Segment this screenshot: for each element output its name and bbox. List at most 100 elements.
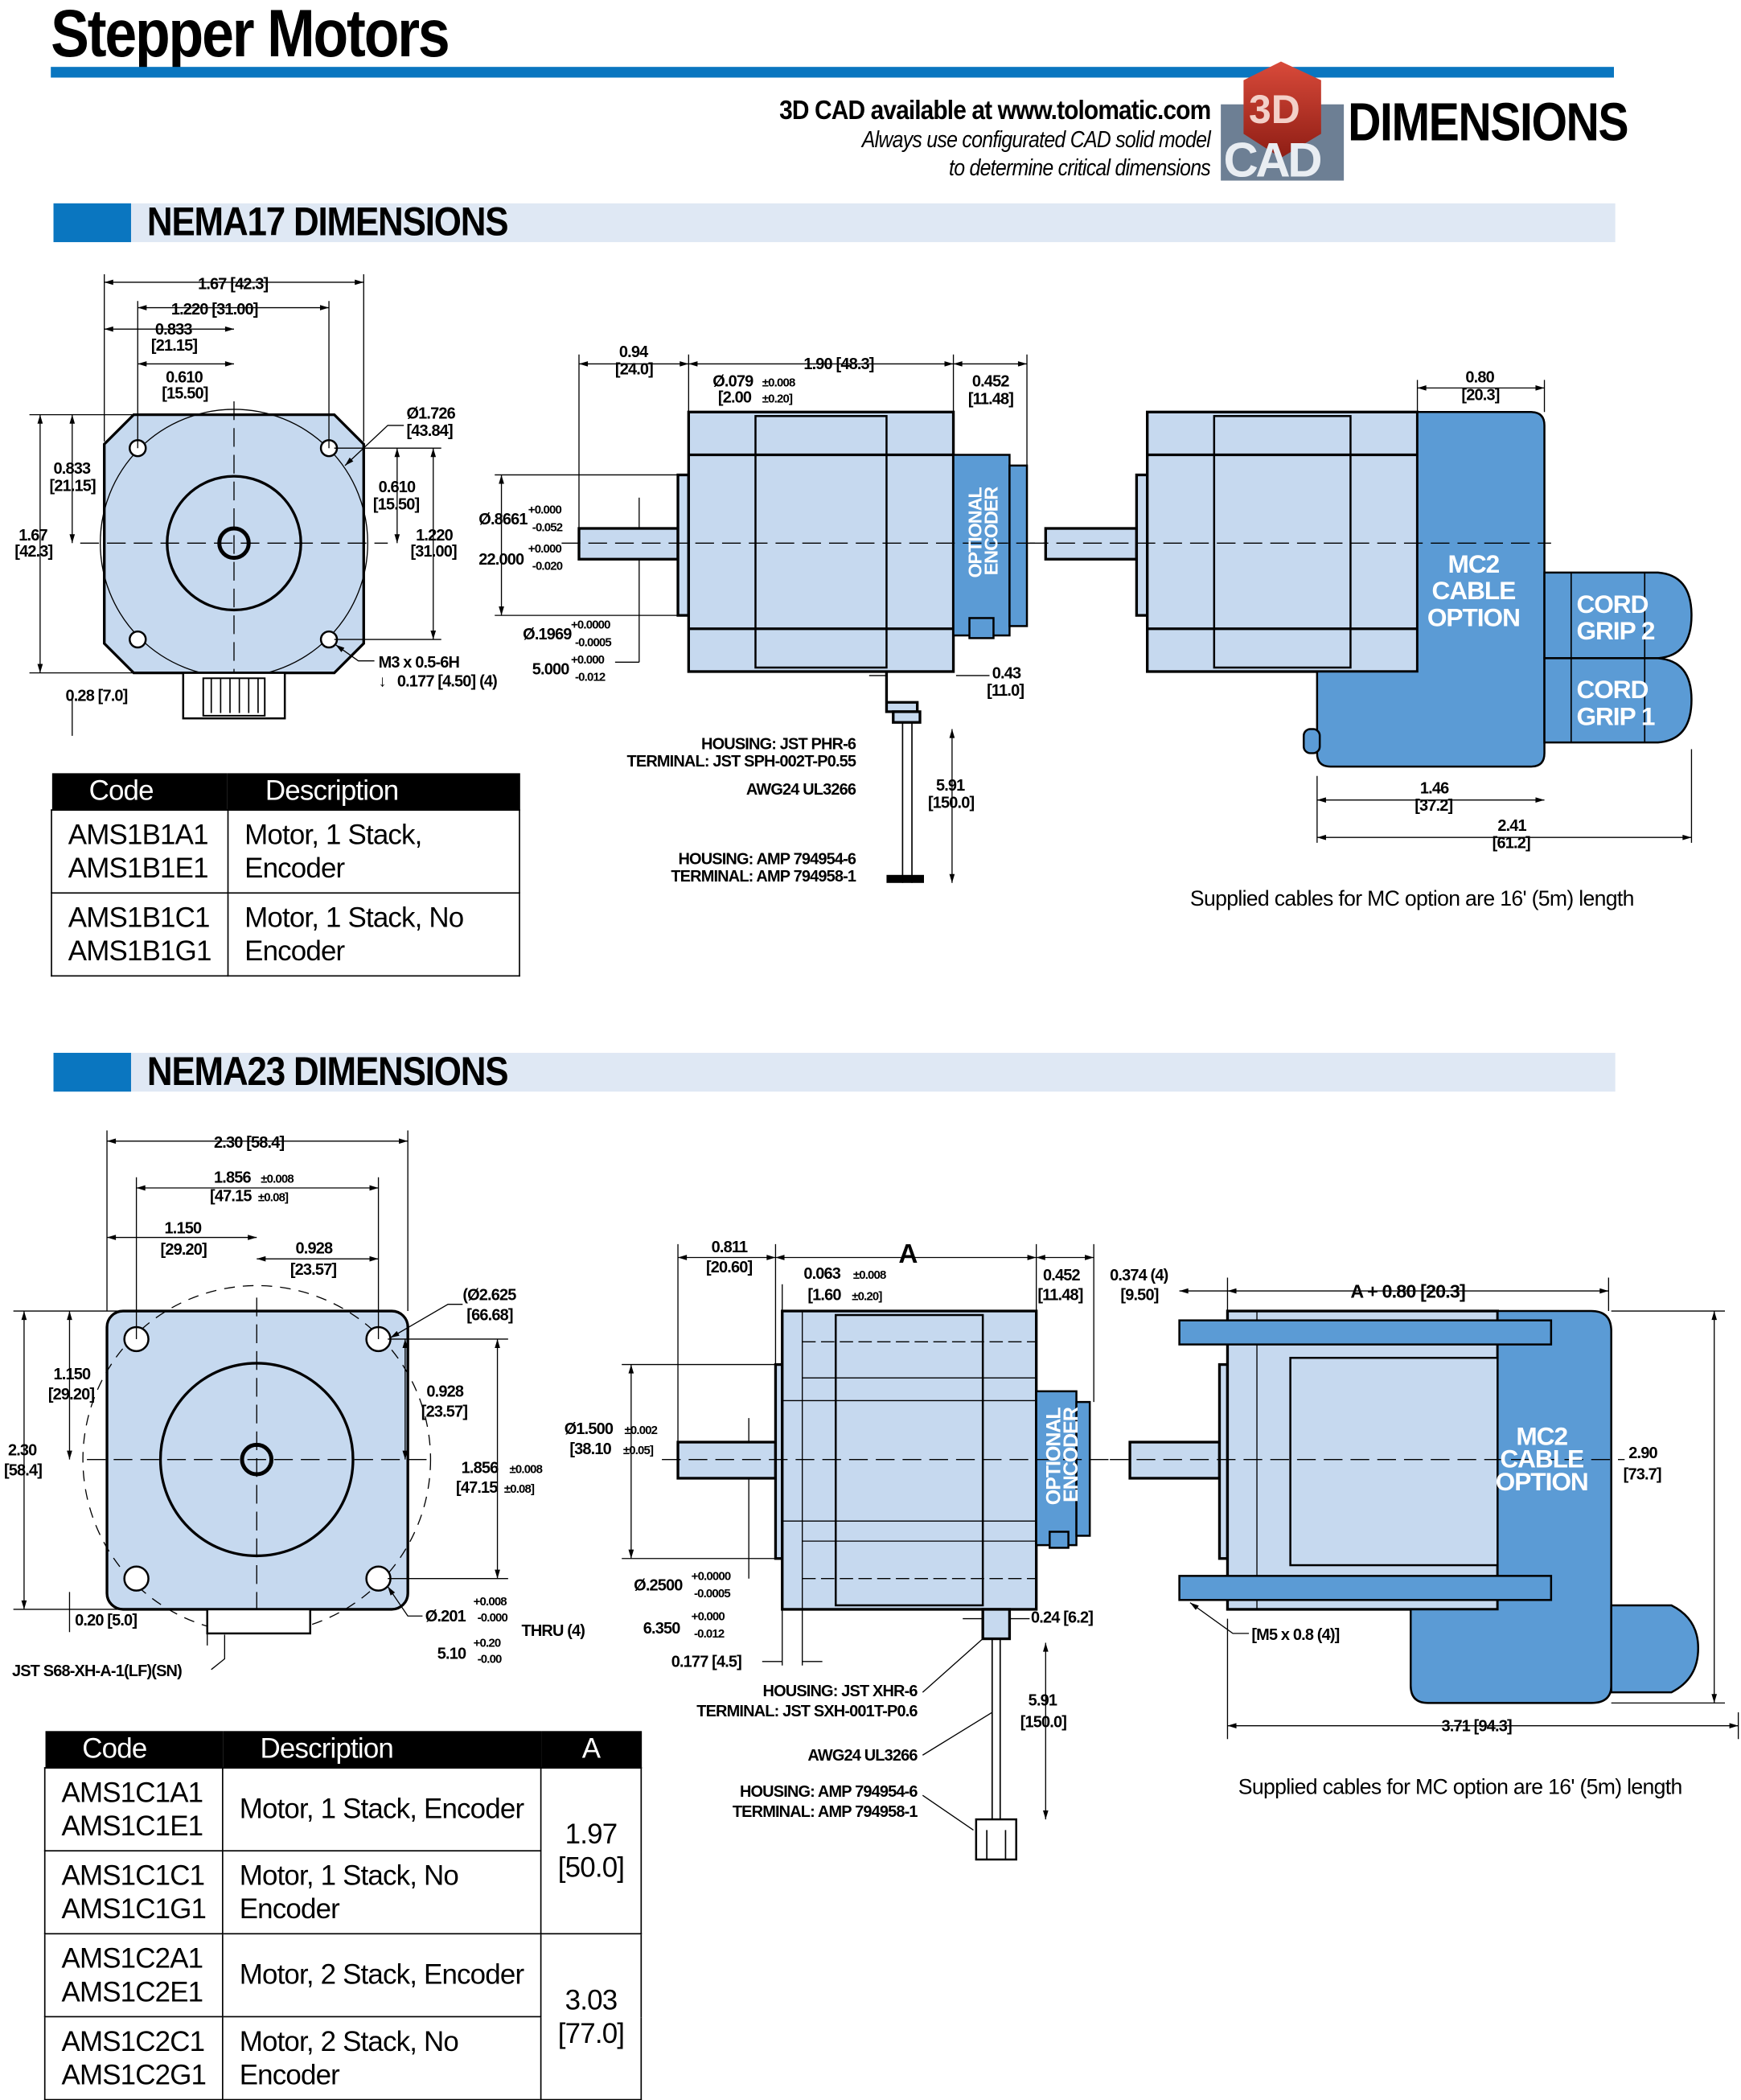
tolerance: ±0.08] bbox=[504, 1482, 535, 1496]
connector-label: JST S68-XH-A-1(LF)(SN) bbox=[12, 1662, 182, 1680]
dim: [43.84] bbox=[406, 422, 453, 440]
dim: 1.67 [42.3] bbox=[198, 275, 268, 293]
dim: [11.48] bbox=[1037, 1287, 1082, 1305]
dim: 0.610 bbox=[166, 369, 203, 387]
dim: [11.48] bbox=[968, 390, 1013, 408]
code: AMS1C1C1 bbox=[61, 1860, 205, 1892]
nema23-section-bar: NEMA23 DIMENSIONS bbox=[53, 1050, 1616, 1095]
description-cell: Motor, 2 Stack, No Encoder bbox=[222, 2016, 542, 2100]
dim: [11.0] bbox=[987, 682, 1024, 700]
dim: [29.20] bbox=[48, 1386, 95, 1403]
tolerance: -0.020 bbox=[532, 560, 563, 573]
code: AMS1C2G1 bbox=[61, 2059, 207, 2090]
dim: [38.10 bbox=[569, 1440, 611, 1458]
dim: 0.452 bbox=[1043, 1267, 1080, 1284]
svg-text:OPTIONAL: OPTIONAL bbox=[1043, 1408, 1066, 1506]
dim: 6.350 bbox=[643, 1620, 680, 1638]
dim: THRU (4) bbox=[521, 1622, 585, 1640]
dim: 1.220 [31.00] bbox=[171, 301, 258, 318]
dim: Ø.079 bbox=[712, 373, 753, 391]
dim: 0.928 bbox=[295, 1240, 332, 1258]
dim: 2.90 bbox=[1628, 1445, 1657, 1462]
description-cell: Motor, 1 Stack, Encoder bbox=[227, 809, 520, 894]
tolerance: -0.052 bbox=[532, 520, 563, 534]
mc2-label: OPTION bbox=[1427, 602, 1520, 631]
dim: 1.856 bbox=[462, 1459, 499, 1477]
connector-label: TERMINAL: JST SXH-001T-P0.6 bbox=[696, 1703, 918, 1720]
dim: 1.46 bbox=[1420, 779, 1449, 797]
mc-cable-note: Supplied cables for MC option are 16' (5… bbox=[1190, 886, 1634, 910]
code: AMS1C2A1 bbox=[61, 1942, 203, 1975]
dim: 2.30 bbox=[8, 1442, 37, 1460]
dim: 0.833 bbox=[54, 460, 91, 478]
code: AMS1C2E1 bbox=[61, 1976, 203, 2008]
dim: [23.57] bbox=[421, 1403, 468, 1420]
tolerance: +0.000 bbox=[692, 1609, 725, 1623]
tolerance: ±0.08] bbox=[258, 1191, 289, 1205]
dim: 0.374 (4) bbox=[1110, 1267, 1168, 1284]
dim: [150.0] bbox=[1020, 1713, 1067, 1731]
cord-grip-label: GRIP 1 bbox=[1576, 702, 1654, 731]
connector-label: HOUSING: AMP 794954-6 bbox=[678, 850, 856, 868]
cord-grip-label: GRIP 2 bbox=[1576, 616, 1654, 645]
title-rule bbox=[51, 67, 1614, 78]
dim: [47.15 bbox=[456, 1479, 498, 1497]
page-title: Stepper Motors bbox=[51, 0, 450, 72]
dim: A + 0.80 [20.3] bbox=[1350, 1280, 1465, 1301]
cad-note-line2: to determine critical dimensions bbox=[948, 154, 1211, 181]
dim: 0.833 bbox=[155, 321, 192, 339]
nema23-side-view bbox=[622, 1243, 1117, 1861]
dim-a-label: A bbox=[898, 1239, 918, 1269]
dim: Ø.2500 bbox=[634, 1577, 683, 1595]
nema23-front-view bbox=[13, 1130, 508, 1671]
dim: [47.15 bbox=[210, 1188, 252, 1206]
mc2-label: CABLE bbox=[1500, 1445, 1583, 1473]
a-value-cell: 3.03[77.0] bbox=[540, 1933, 643, 2100]
tolerance: ±0.008 bbox=[853, 1268, 886, 1282]
cad-note-line1: Always use configurated CAD solid model bbox=[861, 127, 1211, 153]
cord-grip-label: CORD bbox=[1576, 590, 1648, 618]
mc2-label: MC2 bbox=[1448, 549, 1500, 578]
svg-text:3D: 3D bbox=[1249, 87, 1300, 132]
dim: 0.80 bbox=[1465, 369, 1494, 387]
dim: [37.2] bbox=[1415, 797, 1452, 815]
dim: [15.50] bbox=[162, 385, 208, 403]
dim: 0.43 bbox=[992, 664, 1021, 682]
dim: 1.856 bbox=[214, 1169, 251, 1186]
a-inch: 3.03 bbox=[565, 1984, 618, 2016]
code: AMS1B1E1 bbox=[68, 853, 209, 884]
code: AMS1B1G1 bbox=[68, 935, 212, 967]
dimensions-heading: DIMENSIONS bbox=[1348, 93, 1628, 153]
dim: 0.20 [5.0] bbox=[75, 1612, 137, 1629]
tolerance: +0.20 bbox=[474, 1637, 501, 1650]
tolerance: ±0.008 bbox=[762, 376, 795, 390]
dim: Ø.1969 bbox=[523, 626, 572, 643]
dim: 0.177 [4.5] bbox=[671, 1653, 741, 1671]
dim: 5.000 bbox=[532, 660, 569, 678]
dim: [61.2] bbox=[1493, 835, 1530, 853]
a-mm: [77.0] bbox=[557, 2018, 625, 2049]
dim: Ø1.500 bbox=[565, 1420, 614, 1438]
dim: [20.60] bbox=[706, 1259, 753, 1276]
tolerance: +0.0000 bbox=[692, 1569, 731, 1583]
nema23-mc2-view bbox=[1110, 1277, 1739, 1740]
dim: 2.41 bbox=[1497, 817, 1526, 835]
svg-text:CAD: CAD bbox=[1223, 134, 1320, 187]
description-cell: Motor, 1 Stack, No Encoder bbox=[222, 1850, 542, 1935]
dim: 0.452 bbox=[972, 373, 1009, 391]
encoder-label: OPTIONAL ENCODER bbox=[1043, 1407, 1083, 1505]
dim: 5.91 bbox=[936, 777, 965, 795]
dim: [31.00] bbox=[410, 543, 457, 561]
dim: 3.71 [94.3] bbox=[1441, 1717, 1511, 1735]
dim: [M5 x 0.8 (4)] bbox=[1251, 1626, 1339, 1644]
svg-text:ENCODER: ENCODER bbox=[1060, 1407, 1082, 1502]
mc2-label: CABLE bbox=[1432, 576, 1516, 605]
3d-cad-logo: 3D CAD bbox=[1221, 61, 1345, 187]
dim: 0.28 [7.0] bbox=[65, 688, 127, 705]
